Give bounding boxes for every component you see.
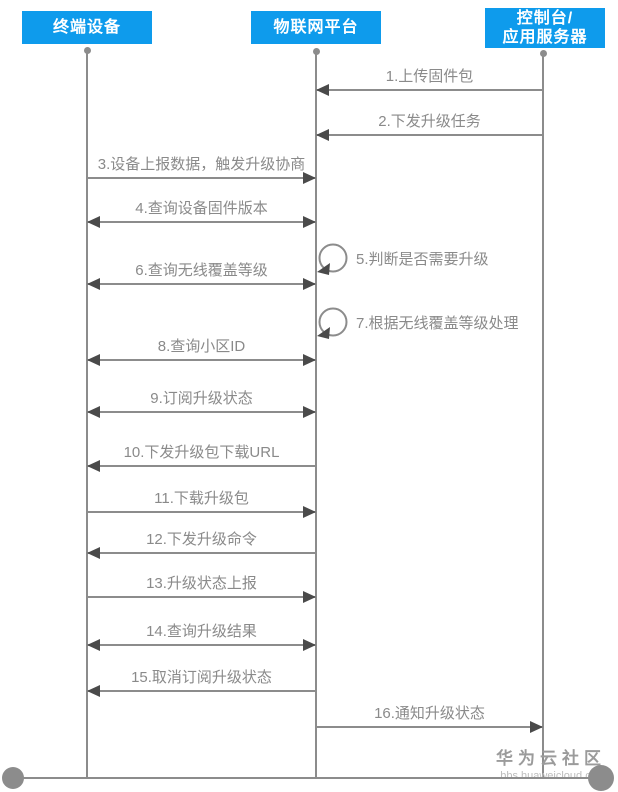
arrowhead-icon (87, 460, 100, 472)
arrowhead-icon (303, 591, 316, 603)
lifeline-server (542, 52, 544, 779)
message-arrow (87, 690, 316, 692)
message-label: 2.下发升级任务 (378, 113, 481, 130)
watermark-title: 华为云社区 (496, 749, 606, 768)
watermark-site: bbs.huaweicloud.com (500, 770, 606, 782)
message-arrow (316, 726, 543, 728)
arrowhead-icon (87, 547, 100, 559)
arrowhead-icon (303, 216, 316, 228)
self-loop-icon (317, 243, 348, 275)
baseline-end-dot-right (588, 765, 614, 791)
arrowhead-icon (87, 685, 100, 697)
arrowhead-icon (316, 129, 329, 141)
message-label: 11.下载升级包 (154, 490, 249, 507)
message-arrow (87, 465, 316, 467)
message-arrow (87, 177, 316, 179)
message-arrow (316, 134, 543, 136)
message-arrow (87, 552, 316, 554)
message-arrow (87, 221, 316, 223)
message-label: 16.通知升级状态 (374, 705, 485, 722)
arrowhead-icon (87, 639, 100, 651)
baseline-end-dot-left (2, 767, 24, 789)
message-label: 1.上传固件包 (385, 68, 474, 85)
actor-label-device: 终端设备 (52, 19, 121, 36)
message-label: 10.下发升级包下载URL (123, 444, 280, 461)
message-label: 12.下发升级命令 (146, 531, 257, 548)
arrowhead-icon (303, 406, 316, 418)
arrowhead-icon (303, 172, 316, 184)
watermark: 华为云社区 bbs.huaweicloud.com (496, 744, 606, 782)
message-label: 14.查询升级结果 (146, 623, 257, 640)
message-arrow (87, 411, 316, 413)
message-label: 9.订阅升级状态 (150, 390, 253, 407)
arrowhead-icon (87, 278, 100, 290)
message-label: 3.设备上报数据，触发升级协商 (97, 156, 306, 173)
message-label: 6.查询无线覆盖等级 (135, 262, 268, 279)
self-loop-icon (317, 307, 348, 339)
message-arrow (87, 596, 316, 598)
message-label: 13.升级状态上报 (146, 575, 257, 592)
message-arrow (87, 359, 316, 361)
actor-label-server-line2: 应用服务器 (502, 29, 588, 46)
arrowhead-icon (530, 721, 543, 733)
actor-label-server-line1: 控制台/ (516, 10, 574, 27)
message-label: 7.根据无线覆盖等级处理 (356, 315, 519, 332)
lifeline-platform (315, 50, 317, 779)
arrowhead-icon (316, 84, 329, 96)
actor-box-platform: 物联网平台 (251, 11, 381, 44)
bottom-baseline (13, 777, 601, 779)
arrowhead-icon (87, 216, 100, 228)
arrowhead-icon (87, 406, 100, 418)
actor-box-device: 终端设备 (22, 11, 152, 44)
message-arrow (87, 511, 316, 513)
message-label: 5.判断是否需要升级 (356, 251, 489, 268)
arrowhead-icon (303, 639, 316, 651)
message-label: 15.取消订阅升级状态 (131, 669, 272, 686)
message-arrow (87, 283, 316, 285)
message-label: 4.查询设备固件版本 (135, 200, 268, 217)
message-label: 8.查询小区ID (157, 338, 246, 355)
arrowhead-icon (303, 506, 316, 518)
arrowhead-icon (303, 354, 316, 366)
message-arrow (87, 644, 316, 646)
message-arrow (316, 89, 543, 91)
actor-box-server: 控制台/ 应用服务器 (485, 8, 605, 48)
actor-label-platform: 物联网平台 (273, 19, 359, 36)
arrowhead-icon (87, 354, 100, 366)
arrowhead-icon (303, 278, 316, 290)
